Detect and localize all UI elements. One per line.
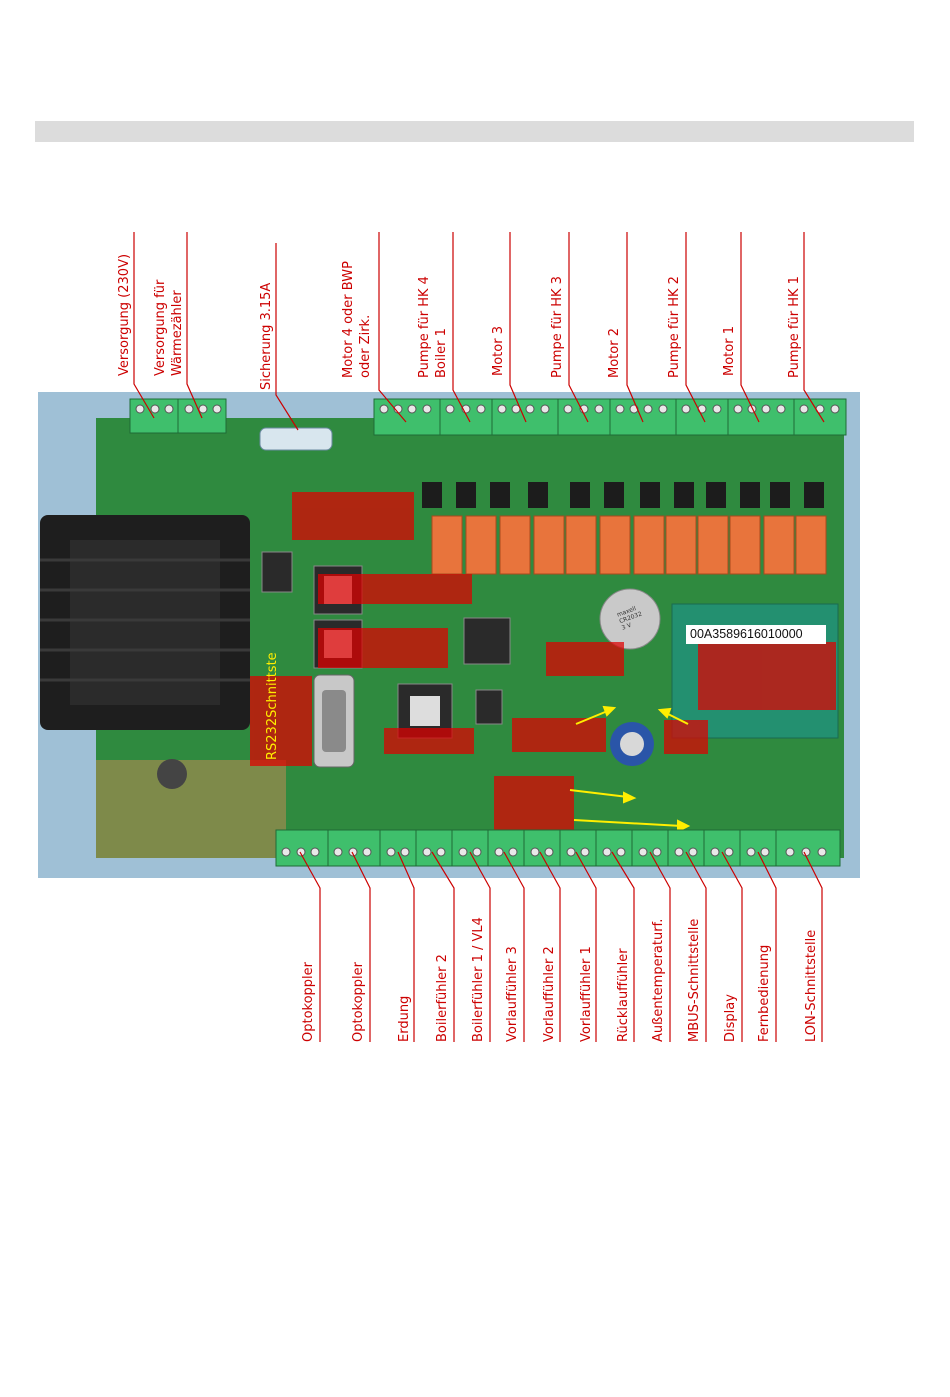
label-optokoppler-1: Optokoppler [301,961,316,1042]
label-display: Display [723,994,738,1042]
label-lon-schnittstelle: LON-Schnittstelle [804,929,819,1042]
label-motor1: Motor 1 [722,326,737,376]
label-vorlauffuehler-3: Vorlauffühler 3 [505,946,520,1042]
label-vorlauffuehler-1: Vorlauffühler 1 [579,946,594,1042]
pcb-lower-left [96,760,286,858]
label-motor3: Motor 3 [491,326,506,376]
backup-battery [599,588,661,650]
bottom-leader-lines [299,851,823,1042]
label-pumpe-hk2: Pumpe für HK 2 [667,276,682,378]
label-fernbedienung: Fernbedienung [757,944,772,1042]
label-ruecklauffuehler: Rücklauffühler [616,948,631,1042]
label-pumpe-hk3: Pumpe für HK 3 [550,276,565,378]
label-aussentemperaturf: Außentemperaturf. [651,918,666,1042]
top-leader-lines [133,232,825,431]
bottom-terminal-blocks [275,829,841,867]
label-rs232: RS232Schnittste [265,652,280,760]
label-optokoppler-2: Optokoppler [351,961,366,1042]
bottom-terminal-screws [281,847,827,857]
fuse [259,427,333,451]
label-sicherung: Sicherung 3.15A [259,282,274,390]
header-bar [35,121,914,142]
relay-row [431,515,827,575]
yellow-arrows [569,705,691,833]
label-boilerfuehler-2: Boilerfühler 2 [435,954,450,1042]
serial-number: 00A3589616010000 [686,625,826,644]
label-versorgung-230v: Versorgung (230V) [117,253,132,376]
label-pumpe-hk1: Pumpe für HK 1 [787,276,802,378]
label-boilerfuehler-1-vl4: Boilerfühler 1 / VL4 [471,917,486,1042]
optocoupler-row [422,482,824,508]
label-erdung: Erdung [397,995,412,1042]
top-terminal-screws [135,404,840,414]
capacitor-small [157,759,187,789]
label-motor2: Motor 2 [607,328,622,378]
label-mbus-schnittstelle: MBUS-Schnittstelle [687,918,702,1042]
highlight-overlays [250,492,836,832]
label-vorlauffuehler-2: Vorlauffühler 2 [542,946,557,1042]
